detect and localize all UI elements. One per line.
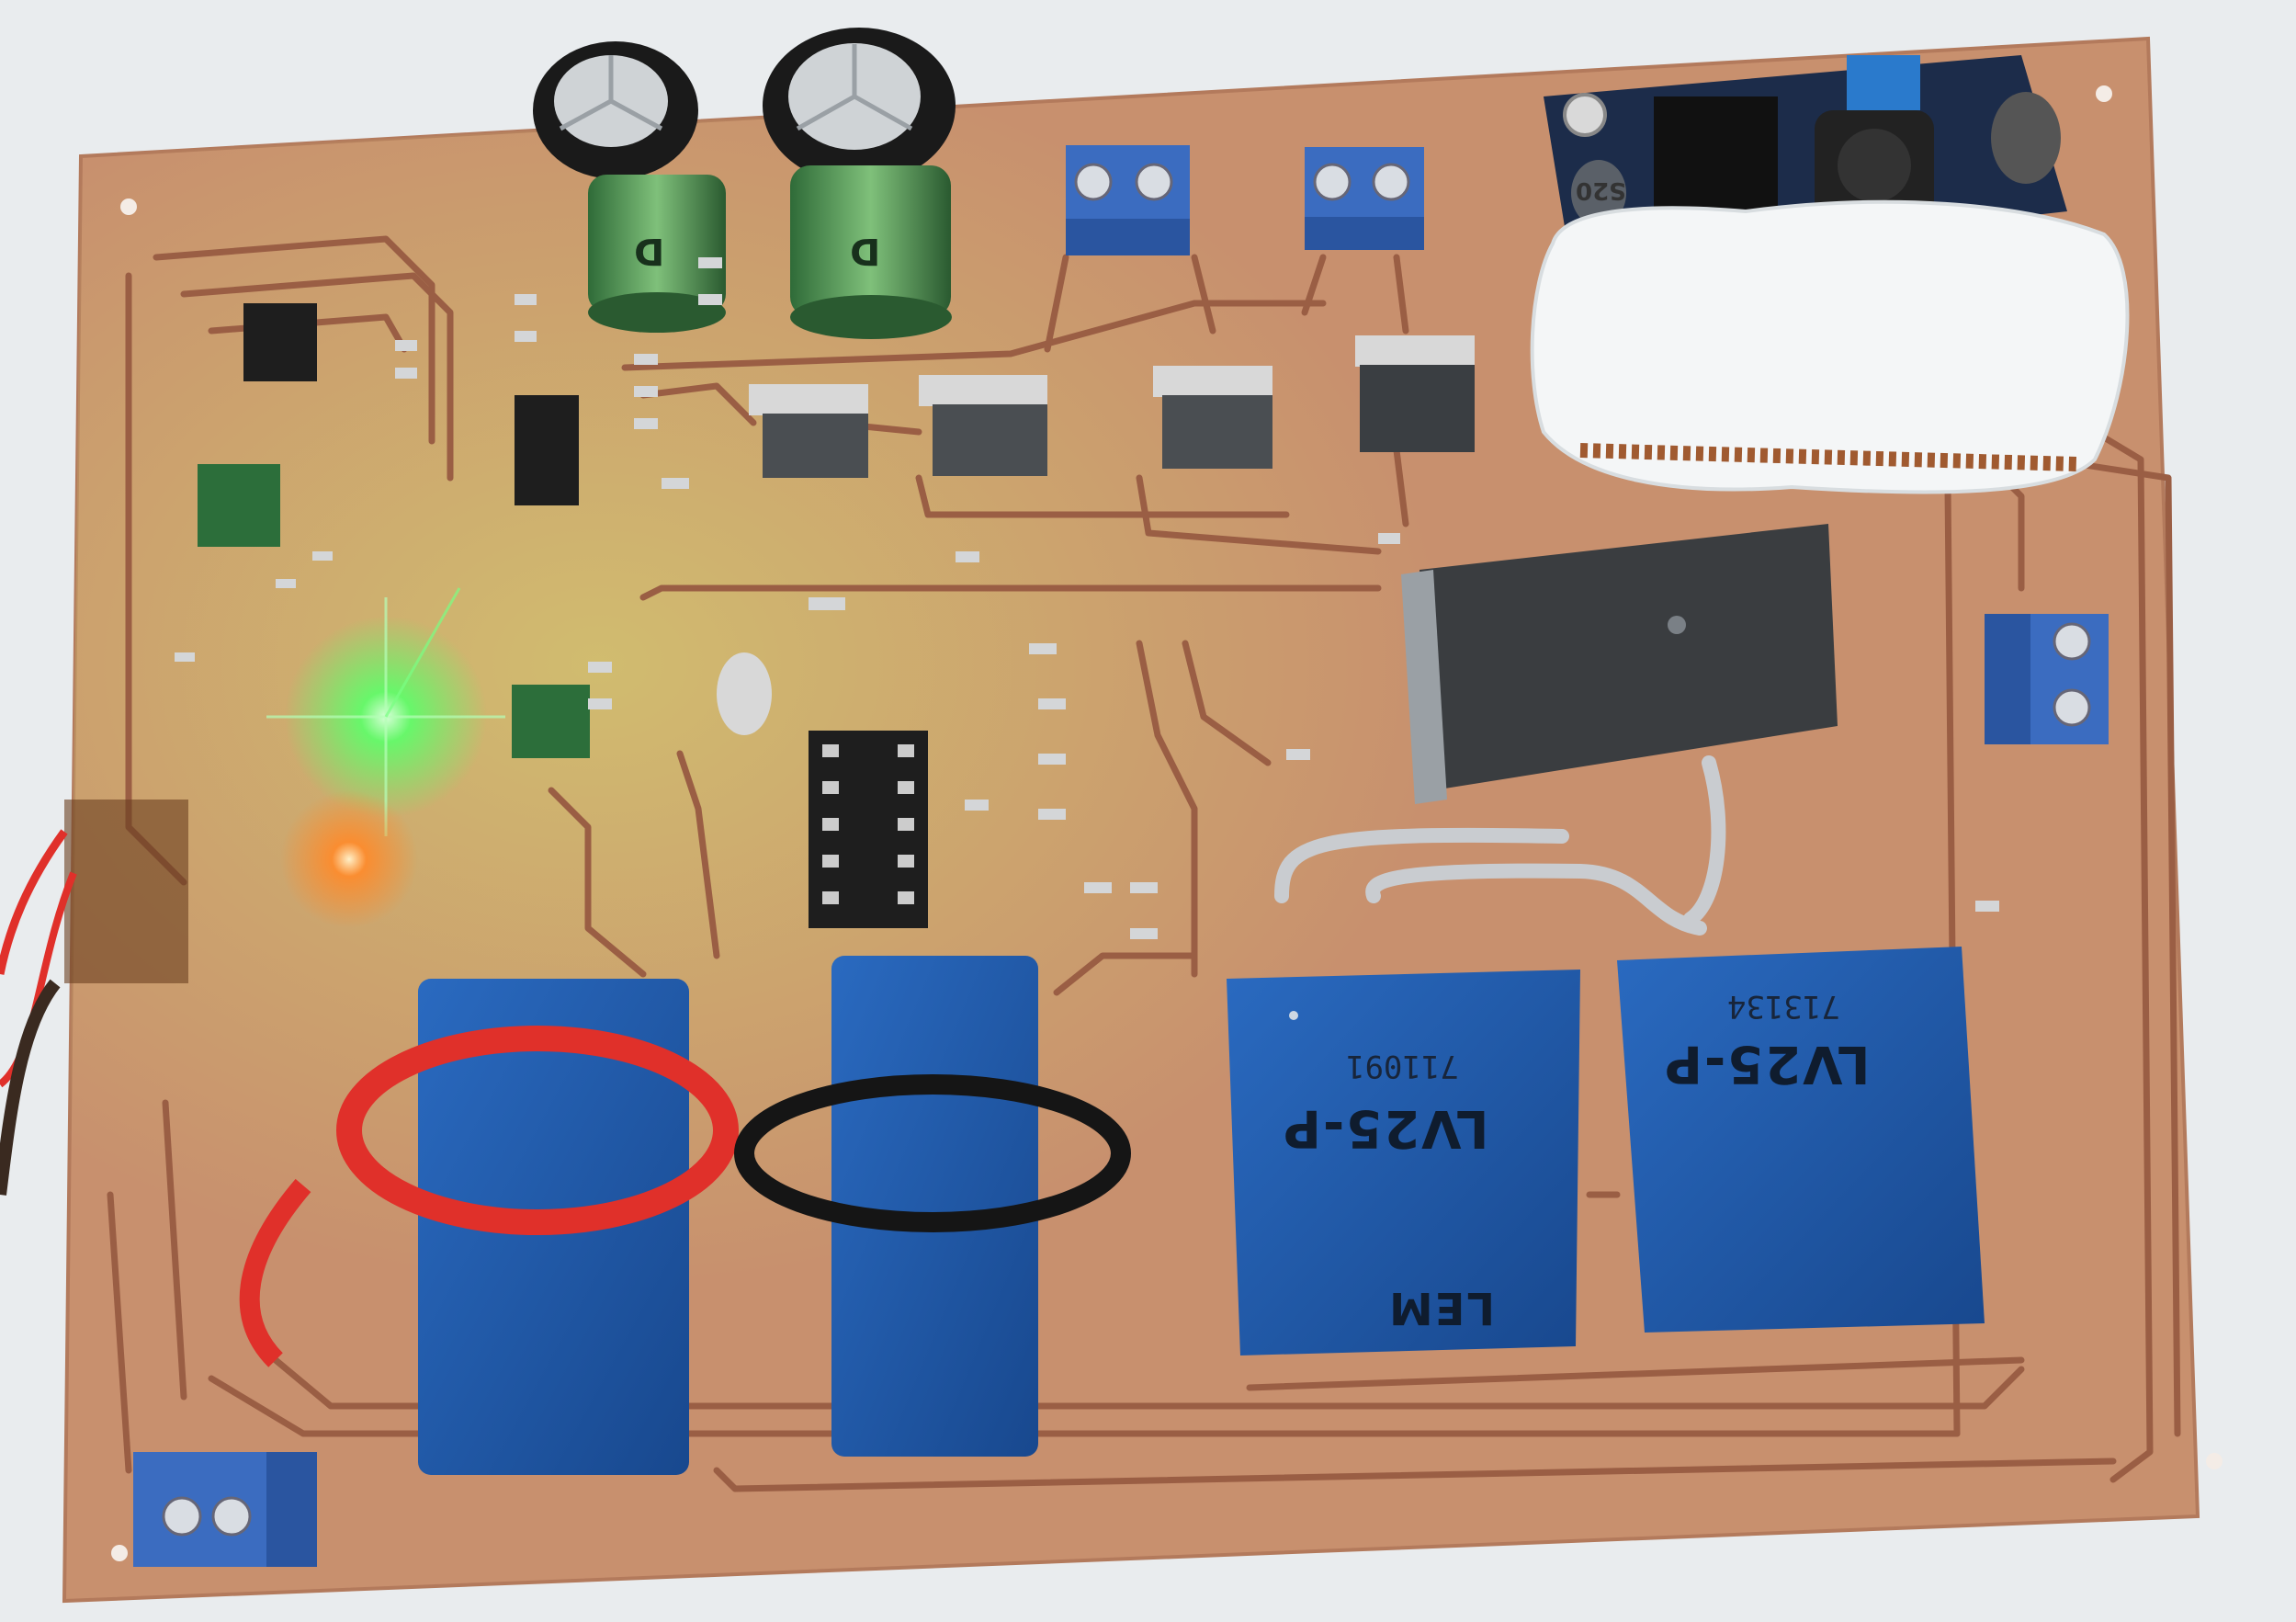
copper-trace <box>272 1356 2025 1410</box>
smd-part <box>1084 882 1112 893</box>
smd-part <box>1975 901 1999 912</box>
copper-trace <box>1136 474 1382 555</box>
electrolytic-capacitor-1 <box>533 41 726 333</box>
voltage-sensor-2 <box>1617 947 1985 1333</box>
copper-trace <box>1393 447 1409 527</box>
copper-trace <box>1246 1356 2025 1391</box>
ic-chips <box>198 303 928 928</box>
smd-part <box>1038 754 1066 765</box>
terminal-block-top-2 <box>1305 147 1424 250</box>
buck-module-marking: S20 <box>1576 176 1626 204</box>
smd-part <box>1378 533 1400 544</box>
voltage-sensor-1 <box>1227 970 1580 1355</box>
pin-header-wires <box>0 800 188 1196</box>
copper-trace <box>1182 640 1272 766</box>
solder-jumpers <box>1274 755 1726 936</box>
copper-trace <box>1053 952 1198 996</box>
smd-part <box>1286 749 1310 760</box>
smd-part <box>175 652 195 662</box>
copper-trace <box>639 382 757 426</box>
smd-part <box>698 294 722 305</box>
smd-components <box>175 257 1999 939</box>
smd-part <box>634 386 658 397</box>
smd-part <box>1130 882 1158 893</box>
current-sensor-left <box>239 979 739 1475</box>
copper-trace <box>676 750 720 959</box>
copper-trace <box>915 474 1290 518</box>
copper-traces <box>107 235 2181 1492</box>
smd-part <box>515 294 537 305</box>
copper-trace <box>639 584 1382 601</box>
copper-trace <box>1393 254 1409 335</box>
smd-part <box>588 698 612 709</box>
smd-part <box>395 368 417 379</box>
copper-trace <box>621 300 1327 371</box>
smd-part <box>312 551 333 561</box>
smd-part <box>515 331 537 342</box>
smd-part <box>1038 698 1066 709</box>
smd-part <box>965 800 989 811</box>
terminal-block-right <box>1985 614 2109 744</box>
mounting-holes <box>111 85 2222 1561</box>
smd-part <box>1130 928 1158 939</box>
smd-part <box>588 662 612 673</box>
smd-part <box>395 340 417 351</box>
copper-trace <box>180 272 454 482</box>
smd-part <box>1029 643 1057 654</box>
copper-trace <box>1044 254 1069 353</box>
smd-part <box>809 597 845 610</box>
copper-trace <box>107 1191 132 1474</box>
copper-trace <box>1136 640 1198 978</box>
current-sensor-middle <box>734 956 1131 1457</box>
copper-trace <box>713 1458 2117 1492</box>
led-orange <box>280 790 418 928</box>
smd-part <box>634 418 658 429</box>
copper-trace <box>208 1375 1961 1437</box>
toroid-inductor <box>1530 199 2130 494</box>
terminal-block-top-1 <box>1066 145 1190 255</box>
copper-trace <box>1191 254 1216 335</box>
relay-block <box>1401 524 1838 804</box>
capacitor-2-marking: D <box>850 230 881 272</box>
smd-part <box>956 551 979 562</box>
sensor-1-serial: 711091 <box>1346 1048 1459 1084</box>
smd-part <box>634 354 658 365</box>
capacitor-1-marking: D <box>634 230 665 272</box>
sensor-2-serial: 713134 <box>1727 988 1840 1025</box>
copper-trace <box>153 235 435 445</box>
smd-part <box>662 478 689 489</box>
copper-trace <box>2091 428 2154 1483</box>
smd-part <box>698 257 722 268</box>
sensor-1-maker: LEM <box>1387 1282 1496 1333</box>
smd-part <box>1038 809 1066 820</box>
led-green <box>266 587 505 836</box>
electrolytic-capacitor-2 <box>763 28 956 339</box>
copper-trace <box>162 1099 187 1401</box>
to220-regulators <box>749 335 1475 478</box>
copper-trace <box>548 787 647 978</box>
sensor-2-model: LV25-P <box>1663 1034 1871 1094</box>
terminal-block-bottom-left <box>133 1452 317 1567</box>
smd-part <box>276 579 296 588</box>
copper-trace <box>1301 254 1327 316</box>
sensor-1-model: LV25-P <box>1282 1098 1489 1158</box>
